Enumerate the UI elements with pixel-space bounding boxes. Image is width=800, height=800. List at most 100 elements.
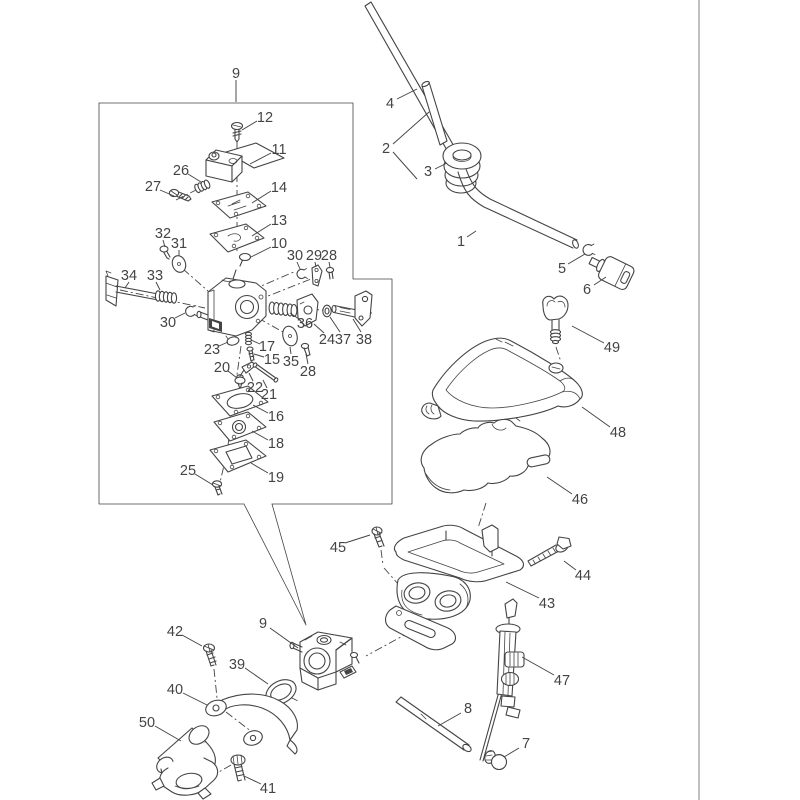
part-42-screw [202, 643, 217, 667]
callout-33: 33 [147, 268, 163, 291]
callout-42: 42 [167, 624, 203, 647]
callout-30: 30 [160, 312, 186, 331]
callout-48: 48 [581, 406, 626, 441]
part-number-1: 1 [457, 234, 465, 250]
part-30-e-clip-right [296, 268, 308, 280]
part-14-pump-gasket [211, 191, 267, 219]
callout-8: 8 [437, 701, 472, 727]
part-28-screw-b [300, 342, 311, 357]
part-number-48: 48 [610, 425, 626, 441]
callout-11: 11 [249, 142, 287, 165]
part-22-metering-lever [239, 361, 257, 377]
callout-19: 19 [250, 462, 284, 486]
part-10-plug [238, 252, 252, 267]
part-20-screw [234, 374, 246, 390]
part-4-breather-tube-short [421, 80, 448, 146]
part-28-screw-a [325, 266, 335, 280]
part-number-5: 5 [558, 261, 566, 277]
part-37-washer [322, 304, 332, 318]
part-number-11: 11 [271, 142, 286, 158]
part-23-plug [226, 336, 240, 346]
part-number-28: 28 [321, 248, 337, 264]
part-40-insulator-bracket [205, 693, 298, 755]
part-number-49: 49 [604, 340, 620, 356]
detail-box [98, 102, 393, 626]
part-19-bottom-cover [209, 439, 267, 473]
callout-6: 6 [583, 276, 607, 298]
callout-13: 13 [251, 213, 287, 237]
part-number-15: 15 [264, 352, 280, 368]
part-9-carburetor-assembly [289, 631, 360, 691]
part-number-20: 20 [214, 360, 230, 376]
part-number-27: 27 [145, 179, 161, 195]
part-number-39: 39 [229, 657, 245, 673]
part-9-carburetor-body [196, 269, 267, 343]
part-number-42: 42 [167, 624, 183, 640]
part-33-spring [154, 290, 178, 304]
part-number-30: 30 [287, 248, 303, 264]
part-number-23: 23 [204, 342, 220, 358]
part-1-fuel-pipe [457, 168, 579, 249]
callout-17: 17 [250, 339, 275, 355]
part-number-43: 43 [539, 596, 555, 612]
part-number-13: 13 [271, 213, 287, 229]
part-47-choke-rod-assembly [479, 598, 525, 762]
callout-41: 41 [243, 775, 276, 797]
part-number-36: 36 [297, 316, 313, 332]
part-38-throttle-shaft [331, 290, 373, 327]
callout-31: 31 [171, 236, 187, 256]
callout-28: 28 [300, 353, 316, 380]
part-number-4: 4 [386, 96, 394, 112]
part-46-element-gasket [420, 418, 551, 494]
callout-4: 4 [386, 88, 418, 112]
part-number-21: 21 [261, 387, 277, 403]
part-number-16: 16 [268, 409, 284, 425]
part-number-31: 31 [171, 236, 187, 252]
part-49-cover-knob [542, 295, 569, 345]
callout-45: 45 [330, 534, 371, 556]
part-7-grommet-plug [484, 750, 508, 771]
callout-2: 2 [382, 111, 430, 180]
part-12-screw [230, 121, 244, 143]
callout-12: 12 [241, 110, 273, 131]
part-number-50: 50 [139, 715, 155, 731]
callout-29: 29 [306, 248, 322, 268]
part-number-7: 7 [522, 736, 530, 752]
part-45-screw [371, 526, 385, 548]
part-31-choke-valve [171, 255, 187, 273]
callout-24: 24 [313, 323, 335, 348]
part-18-metering-diaphragm [213, 411, 267, 442]
part-11-pump-cover [205, 142, 285, 183]
part-number-38: 38 [356, 332, 372, 348]
callout-34: 34 [121, 268, 137, 289]
part-48-air-cleaner-cover [421, 337, 583, 422]
callout-28: 28 [321, 248, 337, 268]
part-number-9: 9 [232, 66, 240, 82]
callout-10: 10 [250, 236, 287, 258]
part-3-grommet [442, 142, 482, 194]
part-number-17: 17 [259, 339, 275, 355]
part-6-fuel-filter [588, 256, 635, 290]
part-number-25: 25 [180, 463, 196, 479]
part-8-pipe [395, 696, 472, 753]
part-number-18: 18 [268, 436, 284, 452]
part-13-pump-diaphragm [209, 223, 265, 253]
part-16-metering-gasket [211, 385, 269, 417]
part-number-2: 2 [382, 141, 390, 157]
part-number-32: 32 [155, 226, 171, 242]
callout-46: 46 [546, 476, 588, 508]
part-35-throttle-valve [282, 325, 298, 347]
callout-23: 23 [204, 341, 229, 358]
callout-3: 3 [424, 162, 448, 180]
part-30-e-clip-left [185, 305, 198, 317]
part-number-41: 41 [260, 781, 276, 797]
part-number-24: 24 [319, 332, 335, 348]
callout-15: 15 [253, 352, 280, 368]
callout-47: 47 [521, 656, 570, 689]
part-50-intake-elbow [151, 725, 219, 800]
callout-26: 26 [173, 163, 202, 183]
part-number-14: 14 [271, 180, 287, 196]
